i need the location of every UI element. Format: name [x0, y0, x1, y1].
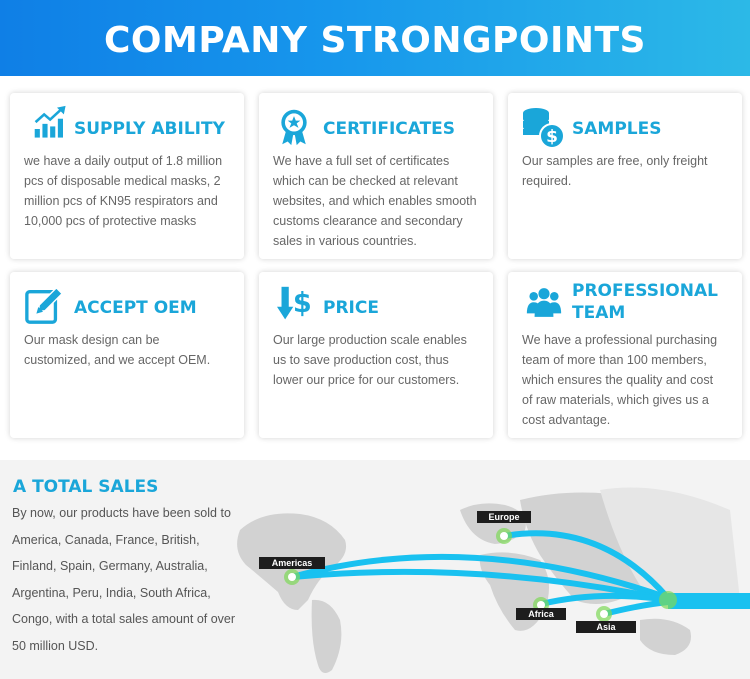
desc-line: websites, and which enables smooth: [273, 194, 477, 208]
card-title: CERTIFICATES: [323, 119, 456, 139]
card-description: We have a professional purchasing team o…: [522, 330, 736, 430]
world-map-illustration: [237, 487, 750, 674]
region-label-asia: Asia: [576, 621, 636, 633]
desc-line: Our large production scale enables: [273, 333, 467, 347]
sales-description: By now, our products have been sold to A…: [12, 500, 262, 659]
sales-title: A TOTAL SALES: [13, 477, 159, 497]
desc-line: 10,000 pcs of protective masks: [24, 214, 197, 228]
header-banner: COMPANY STRONGPOINTS: [0, 0, 750, 76]
sales-line: America, Canada, France, British,: [12, 532, 200, 547]
desc-line: required.: [522, 174, 572, 188]
desc-line: which ensures the quality and cost: [522, 373, 714, 387]
desc-line: team of more than 100 members,: [522, 353, 707, 367]
card-title: PROFESSIONAL TEAM: [572, 280, 718, 324]
desc-line: we have a daily output of 1.8 million: [24, 154, 223, 168]
card-title: SUPPLY ABILITY: [74, 119, 225, 139]
strongpoints-grid: SUPPLY ABILITY we have a daily output of…: [10, 93, 742, 438]
sales-line: 50 million USD.: [12, 638, 99, 653]
award-ribbon-icon: [281, 109, 307, 146]
card-description: We have a full set of certificates which…: [273, 151, 487, 251]
desc-line: customized, and we accept OEM.: [24, 353, 211, 367]
sales-line: Finland, Spain, Germany, Australia,: [12, 559, 208, 573]
world-map-shading: [600, 487, 740, 605]
desc-line: We have a professional purchasing: [522, 333, 718, 347]
sales-line: Argentina, Peru, India, South Africa,: [12, 585, 211, 600]
card-description: we have a daily output of 1.8 million pc…: [24, 151, 238, 231]
team-people-icon: [526, 288, 562, 317]
card-professional-team: PROFESSIONAL TEAM We have a professional…: [508, 272, 742, 438]
card-price: $ PRICE Our large production scale enabl…: [259, 272, 493, 438]
desc-line: Our mask design can be: [24, 333, 160, 347]
card-samples: $ SAMPLES Our samples are free, only fre…: [508, 93, 742, 259]
desc-line: which can be checked at relevant: [273, 174, 458, 188]
desc-line: Our samples are free, only freight: [522, 154, 708, 168]
sales-line: By now, our products have been sold to: [12, 506, 231, 520]
page-title: COMPANY STRONGPOINTS: [103, 20, 646, 61]
card-supply-ability: SUPPLY ABILITY we have a daily output of…: [10, 93, 244, 259]
card-title: ACCEPT OEM: [74, 298, 197, 318]
region-label-africa: Africa: [516, 608, 566, 620]
card-accept-oem: ACCEPT OEM Our mask design can be custom…: [10, 272, 244, 438]
card-title-line: PROFESSIONAL: [572, 281, 718, 301]
region-markers: [284, 528, 677, 622]
desc-line: pcs of disposable medical masks, 2: [24, 174, 221, 188]
coins-dollar-icon: $: [523, 108, 565, 149]
card-certificates: CERTIFICATES We have a full set of certi…: [259, 93, 493, 259]
desc-line: us to save production cost, thus: [273, 353, 449, 367]
card-description: Our samples are free, only freight requi…: [522, 151, 736, 191]
desc-line: We have a full set of certificates: [273, 154, 450, 168]
card-title-line: TEAM: [572, 303, 626, 323]
desc-line: customs clearance and secondary: [273, 214, 463, 228]
route-origin-bar: [668, 593, 750, 609]
desc-line: million pcs of KN95 respirators and: [24, 194, 218, 208]
price-down-arrows-icon: $: [277, 286, 312, 320]
region-label-americas: Americas: [259, 557, 325, 569]
svg-text:$: $: [293, 288, 312, 319]
sales-line: Congo, with a total sales amount of over: [12, 612, 236, 626]
desc-line: sales in various countries.: [273, 234, 417, 248]
desc-line: cost advantage.: [522, 413, 611, 427]
card-description: Our mask design can be customized, and w…: [24, 330, 238, 370]
region-label-europe: Europe: [477, 511, 531, 523]
desc-line: of raw materials, which gives us a: [522, 393, 709, 407]
desc-line: lower our price for our customers.: [273, 373, 460, 387]
card-title: SAMPLES: [572, 119, 662, 139]
card-description: Our large production scale enables us to…: [273, 330, 487, 390]
bar-chart-up-icon: [34, 105, 66, 138]
svg-text:$: $: [546, 127, 558, 147]
edit-pencil-icon: [25, 286, 64, 324]
card-title: PRICE: [323, 298, 379, 318]
